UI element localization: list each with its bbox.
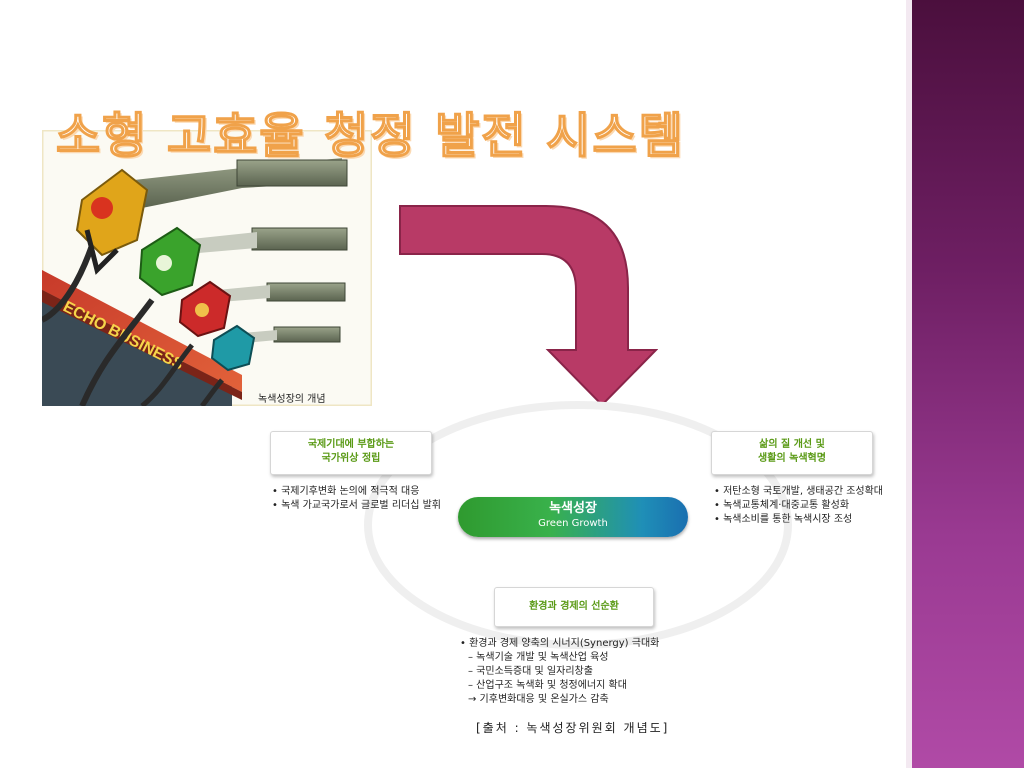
right-goal-box: 삶의 질 개선 및 생활의 녹색혁명	[711, 431, 873, 475]
bottom-bullet-item: – 산업구조 녹색화 및 청정에너지 확대	[468, 680, 627, 691]
right-bullet-item: • 녹색교통체계·대중교통 활성화	[714, 500, 850, 511]
center-label-en: Green Growth	[538, 518, 608, 529]
bottom-bullet-item: – 국민소득증대 및 일자리창출	[468, 666, 593, 677]
bottom-bullet-item: → 기후변화대응 및 온실가스 감축	[468, 694, 609, 705]
fuel-nozzle-illustration: ECHO BUSINESS	[42, 130, 372, 406]
diagram-caption: 녹색성장의 개념	[258, 394, 326, 405]
bottom-goal-box: 환경과 경제의 선순환	[494, 587, 654, 627]
decorative-sidebar	[912, 0, 1024, 768]
right-bullet-item: • 녹색소비를 통한 녹색시장 조성	[714, 514, 853, 525]
source-citation: [출처 : 녹색성장위원회 개념도]	[476, 721, 670, 735]
left-goal-box: 국제기대에 부합하는 국가위상 정립	[270, 431, 432, 475]
bottom-bullet-item: – 녹색기술 개발 및 녹색산업 육성	[468, 652, 609, 663]
right-bullet-item: • 저탄소형 국토개발, 생태공간 조성확대	[714, 486, 883, 497]
curved-down-arrow-icon	[399, 205, 658, 407]
left-bullets: • 국제기후변화 논의에 적극적 대응 • 녹색 가교국가로서 글로벌 리더십 …	[272, 485, 441, 513]
sidebar-edge	[906, 0, 912, 768]
diagram-background-arc	[364, 401, 792, 649]
bottom-goal-line1: 환경과 경제의 선순환	[529, 601, 619, 612]
right-goal-line2: 생활의 녹색혁명	[758, 453, 826, 464]
right-bullets: • 저탄소형 국토개발, 생태공간 조성확대 • 녹색교통체계·대중교통 활성화…	[714, 485, 883, 527]
left-goal-line2: 국가위상 정립	[321, 453, 381, 464]
bottom-bullets: • 환경과 경제 양축의 시너지(Synergy) 극대화 – 녹색기술 개발 …	[460, 637, 659, 707]
left-bullet-item: • 녹색 가교국가로서 글로벌 리더십 발휘	[272, 500, 441, 511]
green-growth-diagram: 녹색성장의 개념 국제기대에 부합하는 국가위상 정립 • 국제기후변화 논의에…	[248, 385, 908, 765]
green-growth-center-pill: 녹색성장 Green Growth	[458, 497, 688, 537]
slide-title: 소형 고효율 청정 발전 시스템	[55, 107, 685, 165]
bottom-bullet-item: • 환경과 경제 양축의 시너지(Synergy) 극대화	[460, 638, 660, 649]
center-label-ko: 녹색성장	[549, 501, 597, 516]
left-goal-line1: 국제기대에 부합하는	[307, 439, 395, 450]
left-bullet-item: • 국제기후변화 논의에 적극적 대응	[272, 486, 420, 497]
right-goal-line1: 삶의 질 개선 및	[759, 439, 825, 450]
